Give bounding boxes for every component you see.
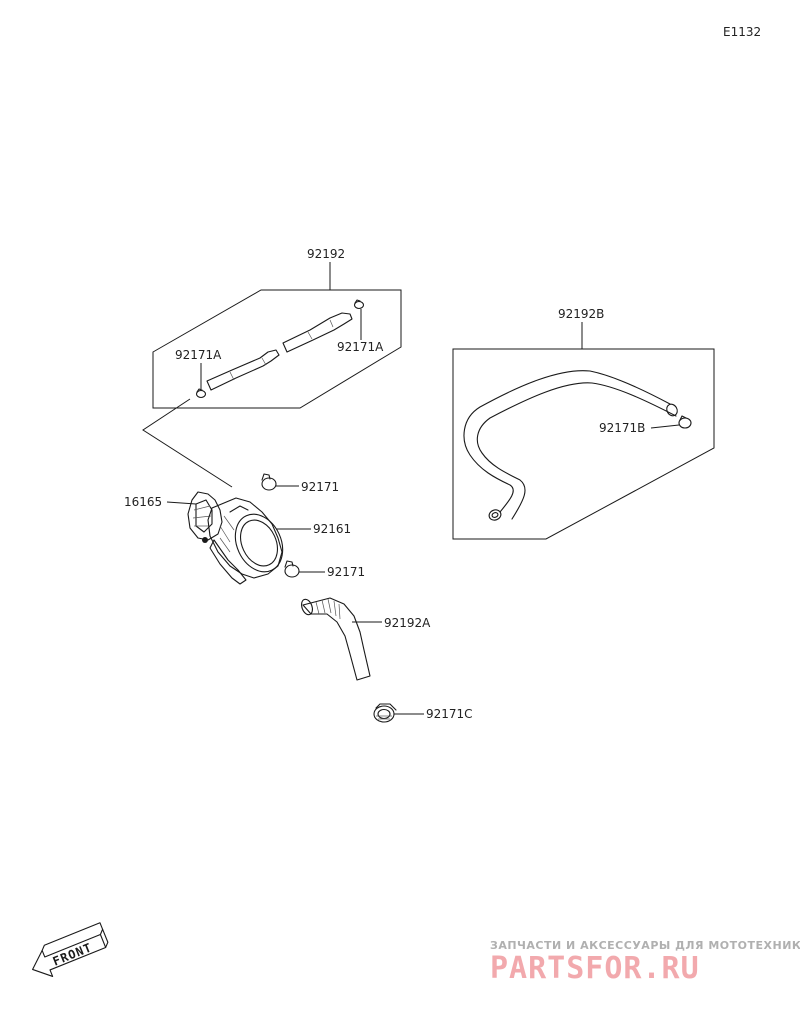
clamp-92171c-icon[interactable] [373,703,397,723]
hose-92192a-group: 92192A [300,597,431,681]
diagram-code: E1132 [723,25,761,39]
element-92161-icon[interactable] [202,497,292,585]
label-92171-lower[interactable]: 92171 [327,565,365,579]
watermark-brand: PARTSFOR.RU [490,951,700,986]
fitting-16165-icon[interactable] [187,491,223,541]
clamp-92171a-left-icon[interactable] [195,388,207,399]
hose-b-box [452,348,715,540]
hose-segment-left[interactable] [206,349,280,391]
label-92192[interactable]: 92192 [307,247,345,261]
clamp-92171-lower-icon[interactable] [284,560,300,578]
label-16165[interactable]: 16165 [124,495,162,509]
watermark-subtitle: ЗАПЧАСТИ И АКСЕССУАРЫ ДЛЯ МОТОТЕХНИКИ [490,939,800,952]
label-92171-upper[interactable]: 92171 [301,480,339,494]
label-92161[interactable]: 92161 [313,522,351,536]
clamp-92171-upper-icon[interactable] [261,473,277,491]
clamp-92171a-right-icon[interactable] [353,299,365,310]
watermark: ЗАПЧАСТИ И АКСЕССУАРЫ ДЛЯ МОТОТЕХНИКИ PA… [490,939,800,986]
front-label: FRONT [51,940,94,968]
clamp-92171c-group: 92171C [373,703,473,723]
front-arrow-icon: FRONT [32,922,109,977]
label-92192a[interactable]: 92192A [384,616,431,630]
hose-set-box [152,289,402,409]
leader-92171b [650,424,680,429]
clamp-92171b-icon[interactable] [678,415,692,429]
label-92171a-right[interactable]: 92171A [337,340,384,354]
hose-segment-right[interactable] [282,312,353,353]
label-92171a-left[interactable]: 92171A [175,348,222,362]
leader-16165 [166,501,197,505]
hose-b-group: 92192B 92171B [452,307,715,540]
filter-assembly-group: 16165 92161 92171 92171 [124,473,365,585]
assembly-connector-line [142,398,233,488]
hose-92192a-icon[interactable] [300,597,371,681]
hose-92192b-icon[interactable] [463,370,679,522]
label-92171b[interactable]: 92171B [599,421,645,435]
hose-set-group: 92192 92171A 92171A [152,247,402,409]
label-92192b[interactable]: 92192B [558,307,604,321]
label-92171c[interactable]: 92171C [426,707,473,721]
